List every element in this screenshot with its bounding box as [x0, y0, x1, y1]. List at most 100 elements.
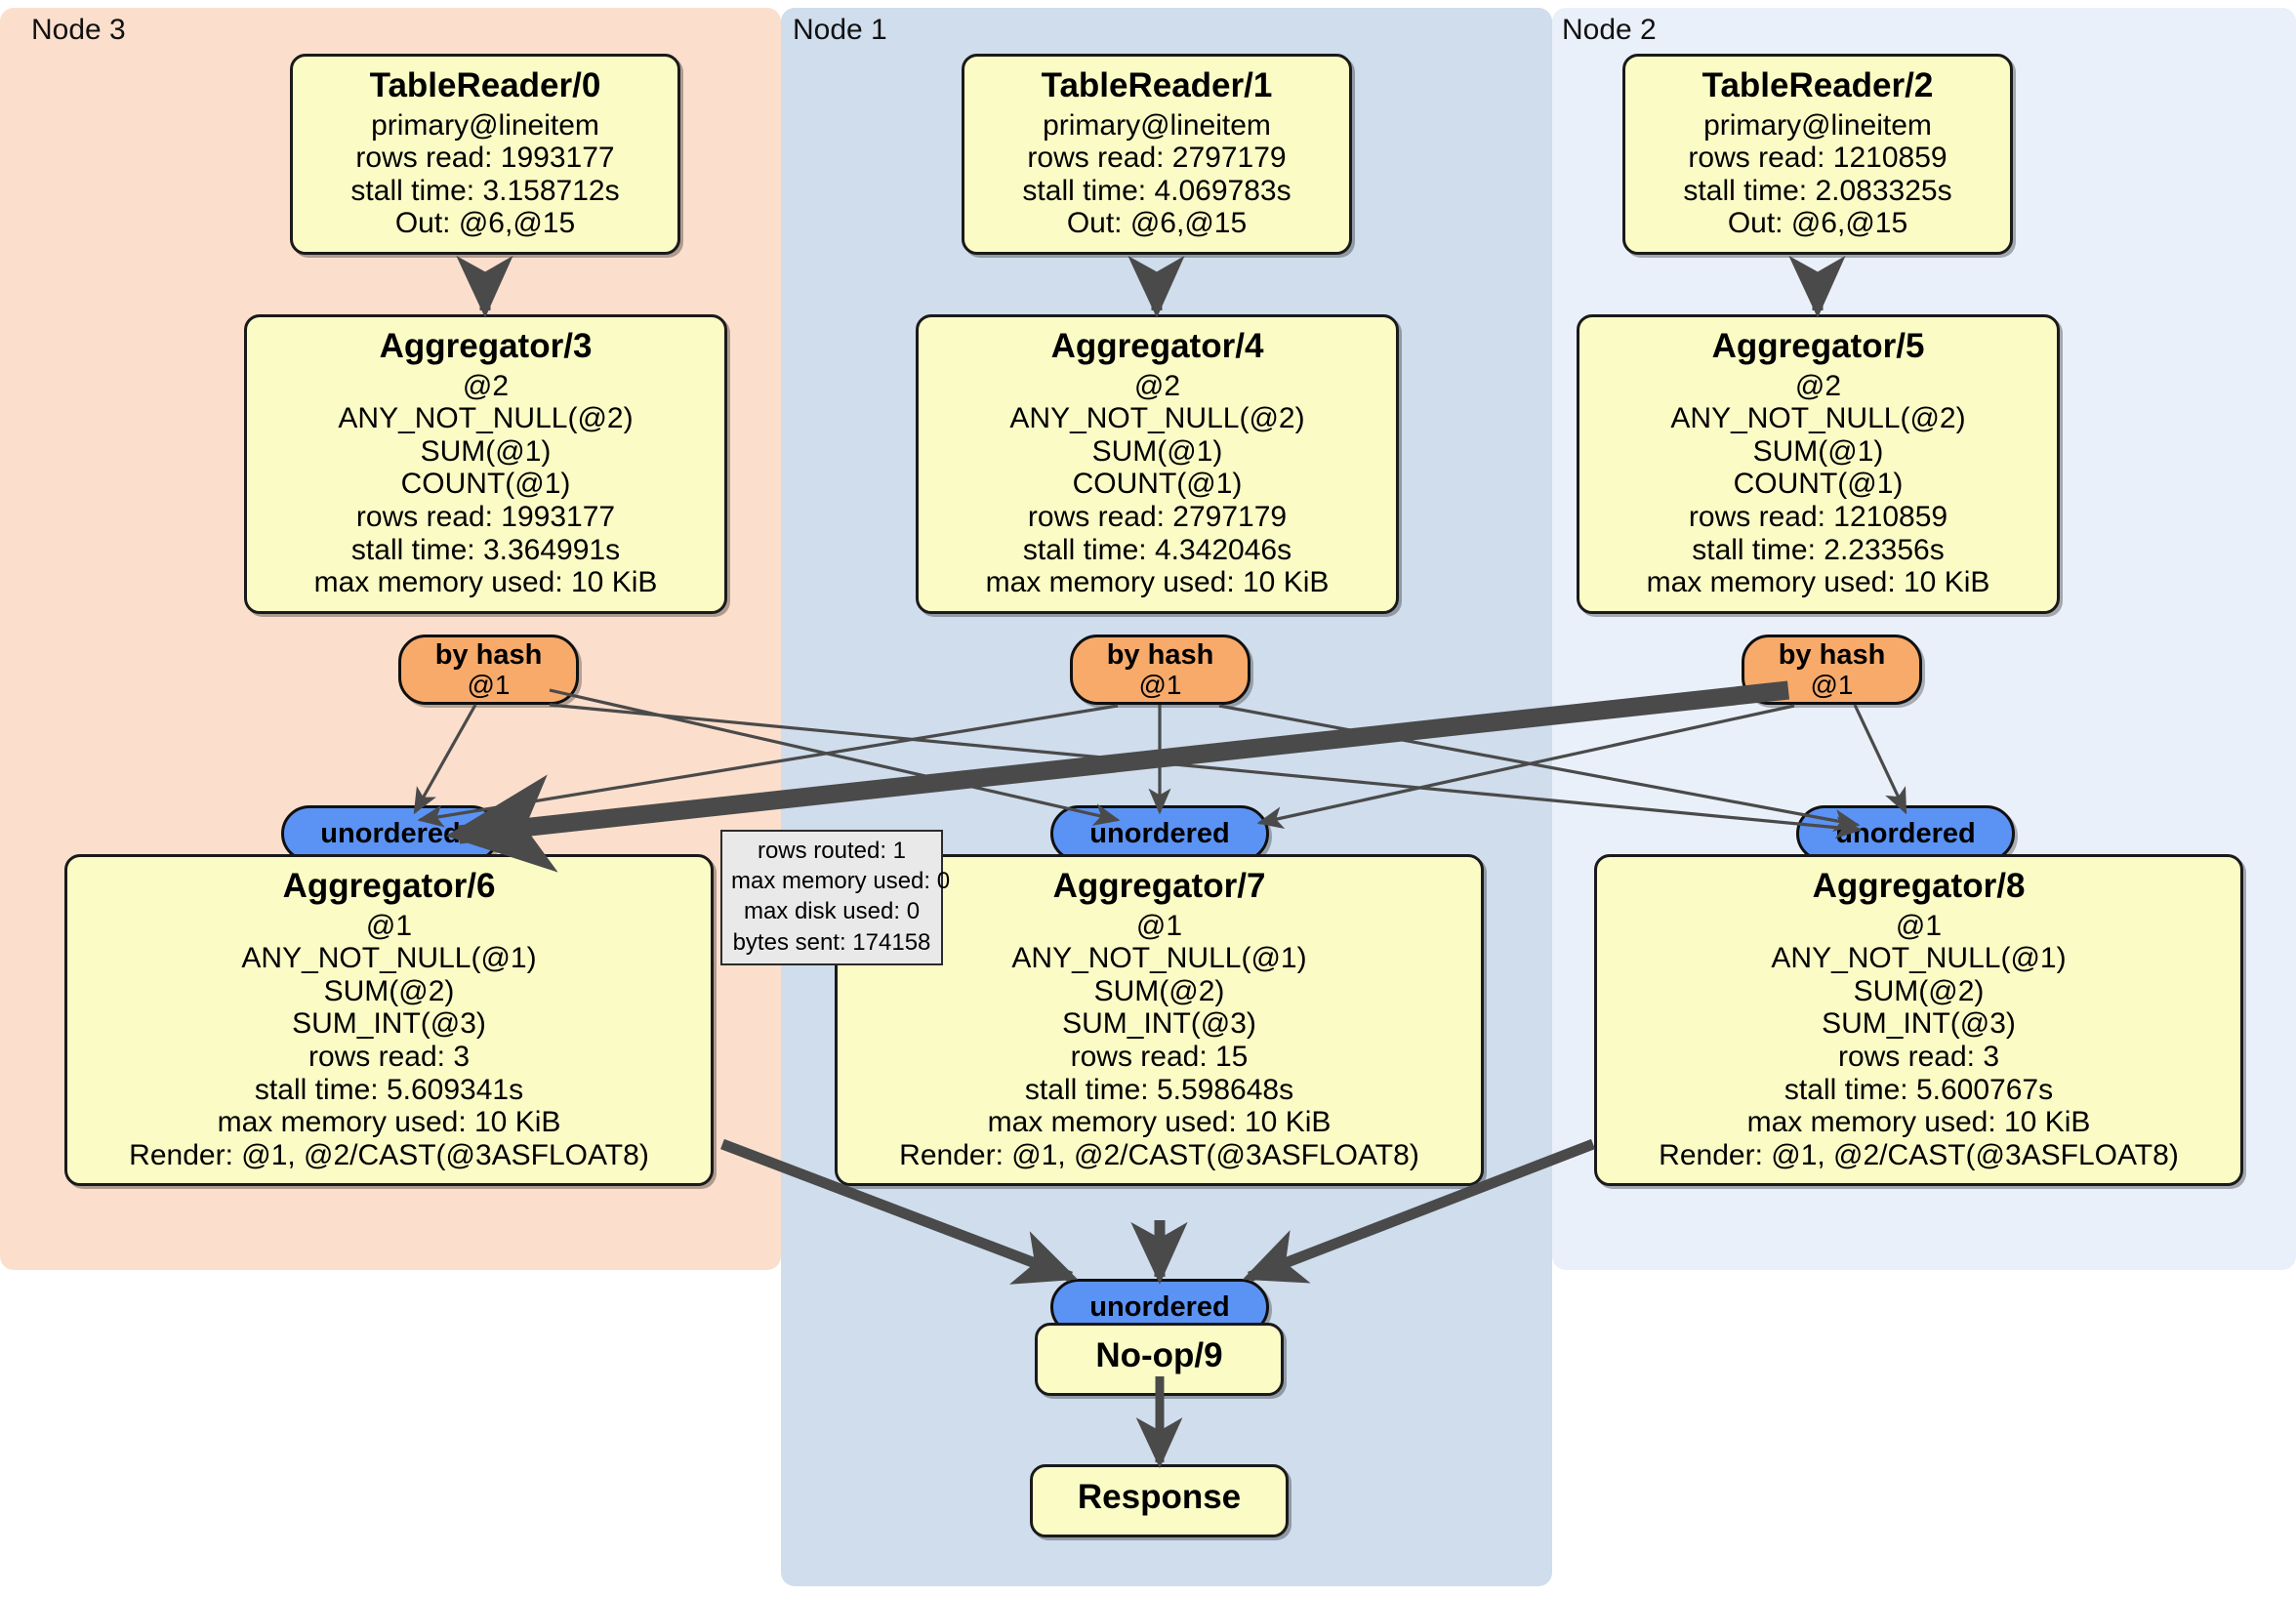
- op-line: Out: @6,@15: [1727, 207, 1908, 240]
- op-line: max memory used: 10 KiB: [313, 566, 658, 599]
- stream-stats-tooltip: rows routed: 1 max memory used: 0 max di…: [720, 830, 951, 965]
- op-line: ANY_NOT_NULL(@1): [1771, 942, 2067, 975]
- op-line: COUNT(@1): [1733, 468, 1904, 501]
- op-line: SUM(@1): [420, 434, 552, 468]
- op-line: stall time: 3.364991s: [350, 533, 621, 566]
- hash-router-column: @1: [467, 669, 511, 700]
- stats-line: max memory used: 0: [731, 868, 951, 895]
- op-node-response[interactable]: Response: [1030, 1464, 1289, 1537]
- op-line: rows read: 1210859: [1688, 501, 1948, 534]
- hash-router-1[interactable]: by hash @1: [1070, 635, 1250, 705]
- op-title: Aggregator/4: [1050, 327, 1264, 365]
- unordered-label: unordered: [320, 817, 461, 849]
- op-title: Aggregator/3: [379, 327, 593, 365]
- stats-line: rows routed: 1: [757, 838, 907, 864]
- op-line: rows read: 1993177: [355, 142, 615, 175]
- op-line: Out: @6,@15: [1066, 207, 1248, 240]
- op-line: SUM(@2): [1093, 974, 1225, 1007]
- op-line: max memory used: 10 KiB: [217, 1106, 561, 1139]
- op-line: rows read: 2797179: [1027, 501, 1288, 534]
- op-line: SUM_INT(@3): [1062, 1007, 1256, 1041]
- op-line: @1: [365, 909, 413, 942]
- op-line: stall time: 5.600767s: [1784, 1073, 2054, 1106]
- op-title: Aggregator/8: [1812, 867, 2026, 905]
- op-line: @2: [1794, 369, 1842, 402]
- op-title: Aggregator/6: [282, 867, 496, 905]
- op-line: ANY_NOT_NULL(@2): [338, 402, 634, 435]
- op-line: SUM_INT(@3): [1822, 1007, 2016, 1041]
- hash-router-label: by hash: [1106, 639, 1214, 672]
- op-line: ANY_NOT_NULL(@2): [1009, 402, 1305, 435]
- unordered-label: unordered: [1835, 817, 1976, 849]
- op-line: ANY_NOT_NULL(@2): [1670, 402, 1966, 435]
- hash-router-0[interactable]: by hash @1: [398, 635, 579, 705]
- op-line: stall time: 2.083325s: [1683, 174, 1952, 207]
- op-node-tablereader-1[interactable]: TableReader/1 primary@lineitem rows read…: [962, 54, 1352, 256]
- hash-router-column: @1: [1810, 669, 1854, 700]
- op-line: rows read: 15: [1070, 1041, 1249, 1074]
- op-line: rows read: 3: [308, 1041, 471, 1074]
- op-line: @2: [1133, 369, 1181, 402]
- op-line: max memory used: 10 KiB: [987, 1106, 1332, 1139]
- op-line: stall time: 2.23356s: [1692, 533, 1945, 566]
- op-line: @1: [1895, 909, 1943, 942]
- op-line: SUM(@2): [323, 974, 455, 1007]
- op-line: SUM(@1): [1752, 434, 1884, 468]
- op-line: Out: @6,@15: [394, 207, 576, 240]
- op-line: rows read: 1210859: [1688, 142, 1948, 175]
- hash-router-2[interactable]: by hash @1: [1742, 635, 1922, 705]
- op-line: stall time: 3.158712s: [350, 174, 620, 207]
- op-title: Response: [1077, 1478, 1242, 1516]
- op-line: Render: @1, @2/CAST(@3ASFLOAT8): [129, 1138, 649, 1171]
- region-label-node3: Node 3: [31, 14, 126, 46]
- op-line: stall time: 5.598648s: [1024, 1073, 1294, 1106]
- hash-router-label: by hash: [434, 639, 543, 672]
- op-line: rows read: 2797179: [1027, 142, 1287, 175]
- op-node-aggregator-4[interactable]: Aggregator/4 @2 ANY_NOT_NULL(@2) SUM(@1)…: [916, 314, 1399, 614]
- op-title: TableReader/1: [1041, 66, 1273, 104]
- op-line: max memory used: 10 KiB: [1746, 1106, 2091, 1139]
- op-node-aggregator-5[interactable]: Aggregator/5 @2 ANY_NOT_NULL(@2) SUM(@1)…: [1577, 314, 2060, 614]
- unordered-label: unordered: [1089, 1290, 1230, 1323]
- stats-line: bytes sent: 174158: [732, 928, 931, 956]
- op-line: stall time: 4.069783s: [1022, 174, 1292, 207]
- region-label-node2: Node 2: [1562, 14, 1657, 46]
- hash-router-label: by hash: [1778, 639, 1886, 672]
- op-title: TableReader/0: [369, 66, 601, 104]
- op-line: SUM_INT(@3): [292, 1007, 486, 1041]
- op-line: COUNT(@1): [400, 468, 571, 501]
- unordered-label: unordered: [1089, 817, 1230, 849]
- op-line: SUM(@2): [1853, 974, 1985, 1007]
- op-node-tablereader-0[interactable]: TableReader/0 primary@lineitem rows read…: [290, 54, 680, 256]
- region-label-node1: Node 1: [793, 14, 887, 46]
- op-line: Render: @1, @2/CAST(@3ASFLOAT8): [899, 1138, 1419, 1171]
- op-line: primary@lineitem: [371, 108, 599, 142]
- op-line: ANY_NOT_NULL(@1): [241, 942, 537, 975]
- op-node-aggregator-8[interactable]: Aggregator/8 @1 ANY_NOT_NULL(@1) SUM(@2)…: [1594, 854, 2243, 1187]
- op-node-tablereader-2[interactable]: TableReader/2 primary@lineitem rows read…: [1622, 54, 2013, 256]
- hash-router-column: @1: [1138, 669, 1182, 700]
- op-line: Render: @1, @2/CAST(@3ASFLOAT8): [1659, 1138, 2179, 1171]
- op-line: max memory used: 10 KiB: [1646, 566, 1990, 599]
- op-title: Aggregator/7: [1052, 867, 1266, 905]
- op-title: No-op/9: [1095, 1336, 1223, 1374]
- op-line: @2: [462, 369, 510, 402]
- op-line: primary@lineitem: [1043, 108, 1271, 142]
- op-line: rows read: 3: [1837, 1041, 2000, 1074]
- op-line: max memory used: 10 KiB: [985, 566, 1330, 599]
- op-node-aggregator-7[interactable]: Aggregator/7 @1 ANY_NOT_NULL(@1) SUM(@2)…: [835, 854, 1484, 1187]
- op-line: rows read: 1993177: [355, 501, 616, 534]
- op-line: stall time: 4.342046s: [1022, 533, 1292, 566]
- op-title: Aggregator/5: [1711, 327, 1925, 365]
- op-line: ANY_NOT_NULL(@1): [1011, 942, 1307, 975]
- op-node-aggregator-3[interactable]: Aggregator/3 @2 ANY_NOT_NULL(@2) SUM(@1)…: [244, 314, 727, 614]
- op-line: SUM(@1): [1091, 434, 1223, 468]
- stats-line: max disk used: 0: [743, 898, 921, 925]
- op-line: primary@lineitem: [1703, 108, 1932, 142]
- op-line: @1: [1135, 909, 1183, 942]
- op-title: TableReader/2: [1702, 66, 1934, 104]
- op-node-aggregator-6[interactable]: Aggregator/6 @1 ANY_NOT_NULL(@1) SUM(@2)…: [64, 854, 714, 1187]
- op-line: stall time: 5.609341s: [254, 1073, 524, 1106]
- op-node-noop-9[interactable]: No-op/9: [1035, 1323, 1284, 1396]
